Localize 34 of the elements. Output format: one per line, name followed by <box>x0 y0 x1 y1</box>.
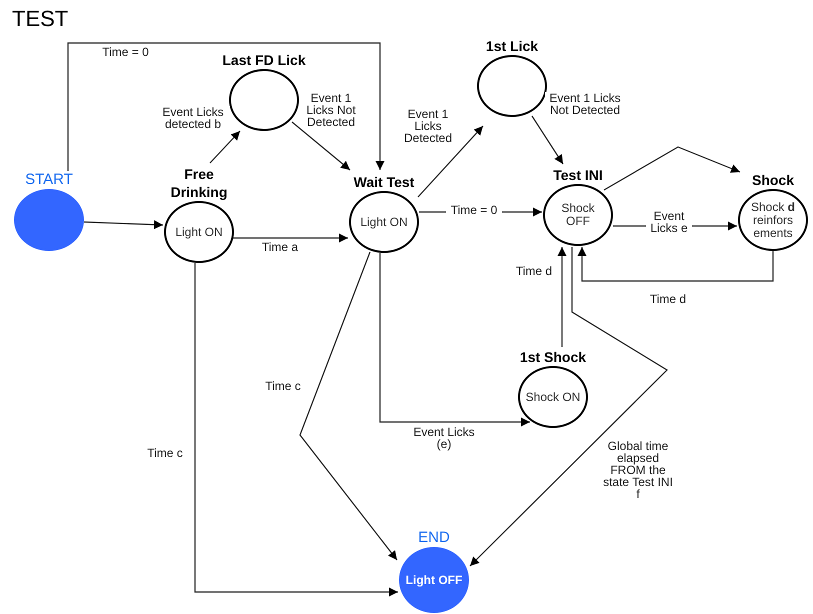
transition-arrow <box>558 247 566 347</box>
transition-arrow <box>84 220 164 230</box>
state-name: Shock <box>752 171 794 189</box>
state-action: Light ON <box>359 216 409 228</box>
edge-label: Time = 0 <box>446 204 502 216</box>
transition-arrow <box>67 42 384 171</box>
edge-label: Time a <box>260 241 300 253</box>
state-name: Wait Test <box>354 173 414 191</box>
transition-arrow <box>379 253 530 426</box>
state-name: 1st Lick <box>486 37 538 55</box>
state-name: START <box>25 171 73 189</box>
transition-arrow <box>194 263 398 596</box>
state-name: 1st Shock <box>520 348 586 366</box>
state-action: Shock OFF <box>560 202 596 228</box>
transition-arrow <box>578 247 774 282</box>
state-name: Test INI <box>553 166 603 184</box>
state-action: Light ON <box>174 226 224 238</box>
transition-arrow <box>210 130 240 164</box>
edge-label: Event Licks e <box>646 210 692 234</box>
state-name: END <box>418 529 450 547</box>
diagram-title: TEST <box>12 6 68 32</box>
transition-arrow <box>418 126 484 198</box>
state-action: Light OFF <box>404 574 464 586</box>
transition-arrow <box>232 234 348 242</box>
transition-arrow <box>604 146 740 191</box>
transition-arrow <box>299 252 398 560</box>
transition-arrow <box>292 122 350 170</box>
transition-arrow <box>532 116 564 164</box>
state-name: Free Drinking <box>170 165 228 201</box>
state-action: Shock ON <box>524 390 582 404</box>
transition-arrow <box>470 247 668 566</box>
edge-label: Event Licks (e) <box>412 426 476 450</box>
state-name: Last FD Lick <box>222 51 306 69</box>
state-action: Shock d reinforsements <box>750 200 796 240</box>
